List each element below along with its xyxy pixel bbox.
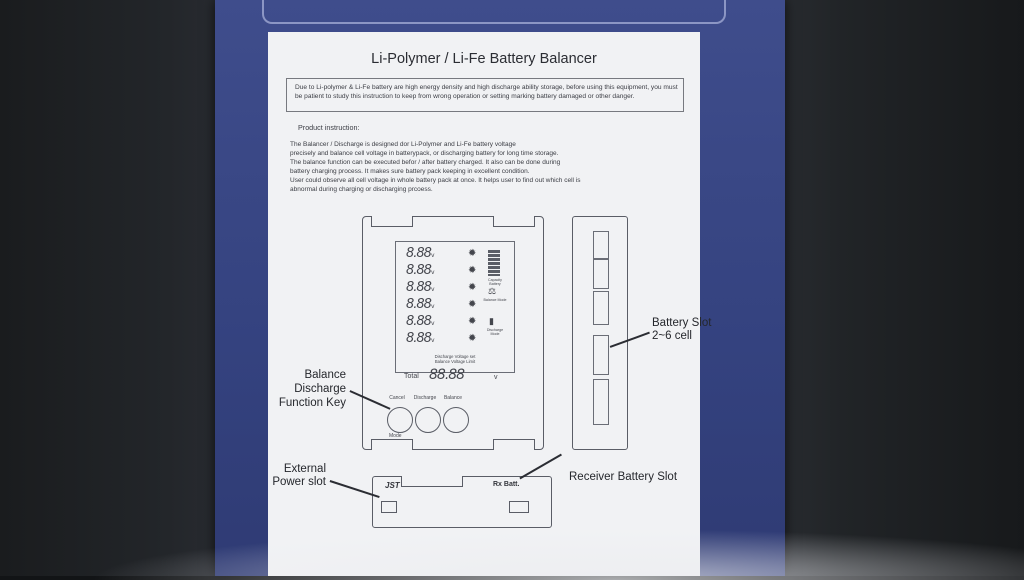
balance-port	[593, 231, 609, 259]
discharge-label: Discharge	[413, 395, 437, 401]
package-hang-rim	[262, 0, 726, 24]
total-value: 88.88	[429, 367, 465, 383]
device-notch	[371, 216, 413, 227]
balance-button	[443, 407, 469, 433]
jst-label: JST	[385, 481, 400, 490]
product-description: The Balancer / Discharge is designed dor…	[290, 140, 690, 194]
device-side-diagram	[572, 216, 628, 450]
device-front-diagram: 8.88v 8.88v 8.88v 8.88v 8.88v 8.88v ✹ ✹ …	[362, 216, 544, 450]
body-line: abnormal during charging or discharging …	[290, 186, 433, 193]
device-notch	[493, 216, 535, 227]
background-right	[764, 0, 1024, 576]
device-notch	[371, 439, 413, 450]
body-line: precisely and balance cell voltage in ba…	[290, 150, 559, 157]
device-notch	[493, 439, 535, 450]
balance-label: Balance	[443, 395, 463, 401]
product-heading: Product instruction:	[298, 123, 360, 132]
plastic-glare	[0, 520, 1024, 580]
sun-icon: ✹	[468, 282, 477, 293]
callout-line: 2~6 cell	[652, 330, 692, 342]
battery-slot-callout: Battery Slot 2~6 cell	[652, 317, 711, 343]
body-line: The balance function can be executed bef…	[290, 159, 561, 166]
body-line: The Balancer / Discharge is designed dor…	[290, 141, 516, 148]
lcd-footer-line: Balance Voltage Limit	[434, 359, 476, 364]
balance-scale-icon: ⚖	[488, 286, 497, 296]
battery-bar-icon	[488, 250, 500, 276]
lcd-panel: 8.88v 8.88v 8.88v 8.88v 8.88v 8.88v ✹ ✹ …	[395, 241, 515, 383]
device-notch	[401, 476, 463, 487]
lcd-cell-reading: 8.88v	[406, 280, 434, 295]
sheet-title: Li-Polymer / Li-Fe Battery Balancer	[371, 51, 597, 67]
mode-label: Mode	[389, 433, 402, 439]
total-label: Total	[404, 373, 419, 380]
receiver-slot-callout: Receiver Battery Slot	[569, 471, 678, 483]
rx-port	[509, 501, 529, 513]
sun-icon: ✹	[468, 299, 477, 310]
rx-batt-label: Rx Batt.	[493, 481, 520, 488]
lcd-cell-reading: 8.88v	[406, 297, 434, 312]
sun-icon: ✹	[468, 265, 477, 276]
balance-key-callout: Function Key	[246, 397, 346, 410]
lcd-cell-reading: 8.88v	[406, 263, 434, 278]
callout-line: Discharge	[294, 383, 346, 395]
capacity-label: Capacity Battery	[488, 278, 502, 286]
balance-key-callout: Discharge	[262, 383, 346, 396]
balance-port	[593, 291, 609, 325]
discharge-button	[415, 407, 441, 433]
balance-port	[593, 379, 609, 425]
cancel-mode-button	[387, 407, 413, 433]
callout-line: Battery Slot	[652, 317, 712, 329]
lcd-footer: Discharge Voltage set Balance Voltage Li…	[396, 354, 514, 364]
callout-line: Power slot	[272, 476, 326, 488]
warning-box: Due to Li-polymer & Li-Fe battery are hi…	[286, 78, 684, 112]
warning-text: Due to Li-polymer & Li-Fe battery are hi…	[295, 84, 678, 100]
callout-line: Function Key	[278, 397, 346, 409]
jst-port	[381, 501, 397, 513]
balance-port	[593, 335, 609, 375]
external-power-callout: External Power slot	[262, 463, 326, 489]
lcd-footer-line: Discharge Voltage set	[434, 354, 476, 359]
sun-icon: ✹	[468, 333, 477, 344]
lcd-cell-reading: 8.88v	[406, 331, 434, 346]
discharge-mode-label: Discharge Mode	[486, 328, 504, 336]
callout-line: Balance	[304, 369, 346, 381]
balance-mode-label: Balance Mode	[483, 298, 507, 302]
background-left	[0, 0, 240, 576]
sun-icon: ✹	[468, 316, 477, 327]
instruction-sheet: Li-Polymer / Li-Fe Battery Balancer Due …	[268, 32, 700, 576]
cancel-label: Cancel	[389, 395, 405, 401]
balance-key-callout: Balance	[296, 369, 346, 382]
discharge-battery-icon: ▮	[489, 316, 494, 326]
callout-line: External	[283, 463, 326, 475]
balance-port	[593, 259, 609, 289]
lcd-cell-reading: 8.88v	[406, 314, 434, 329]
lcd-cell-reading: 8.88v	[406, 246, 434, 261]
body-line: battery charging process. It makes sure …	[290, 168, 530, 175]
total-unit: v	[494, 374, 498, 381]
body-line: User could observe all cell voltage in w…	[290, 177, 581, 184]
sun-icon: ✹	[468, 248, 477, 259]
